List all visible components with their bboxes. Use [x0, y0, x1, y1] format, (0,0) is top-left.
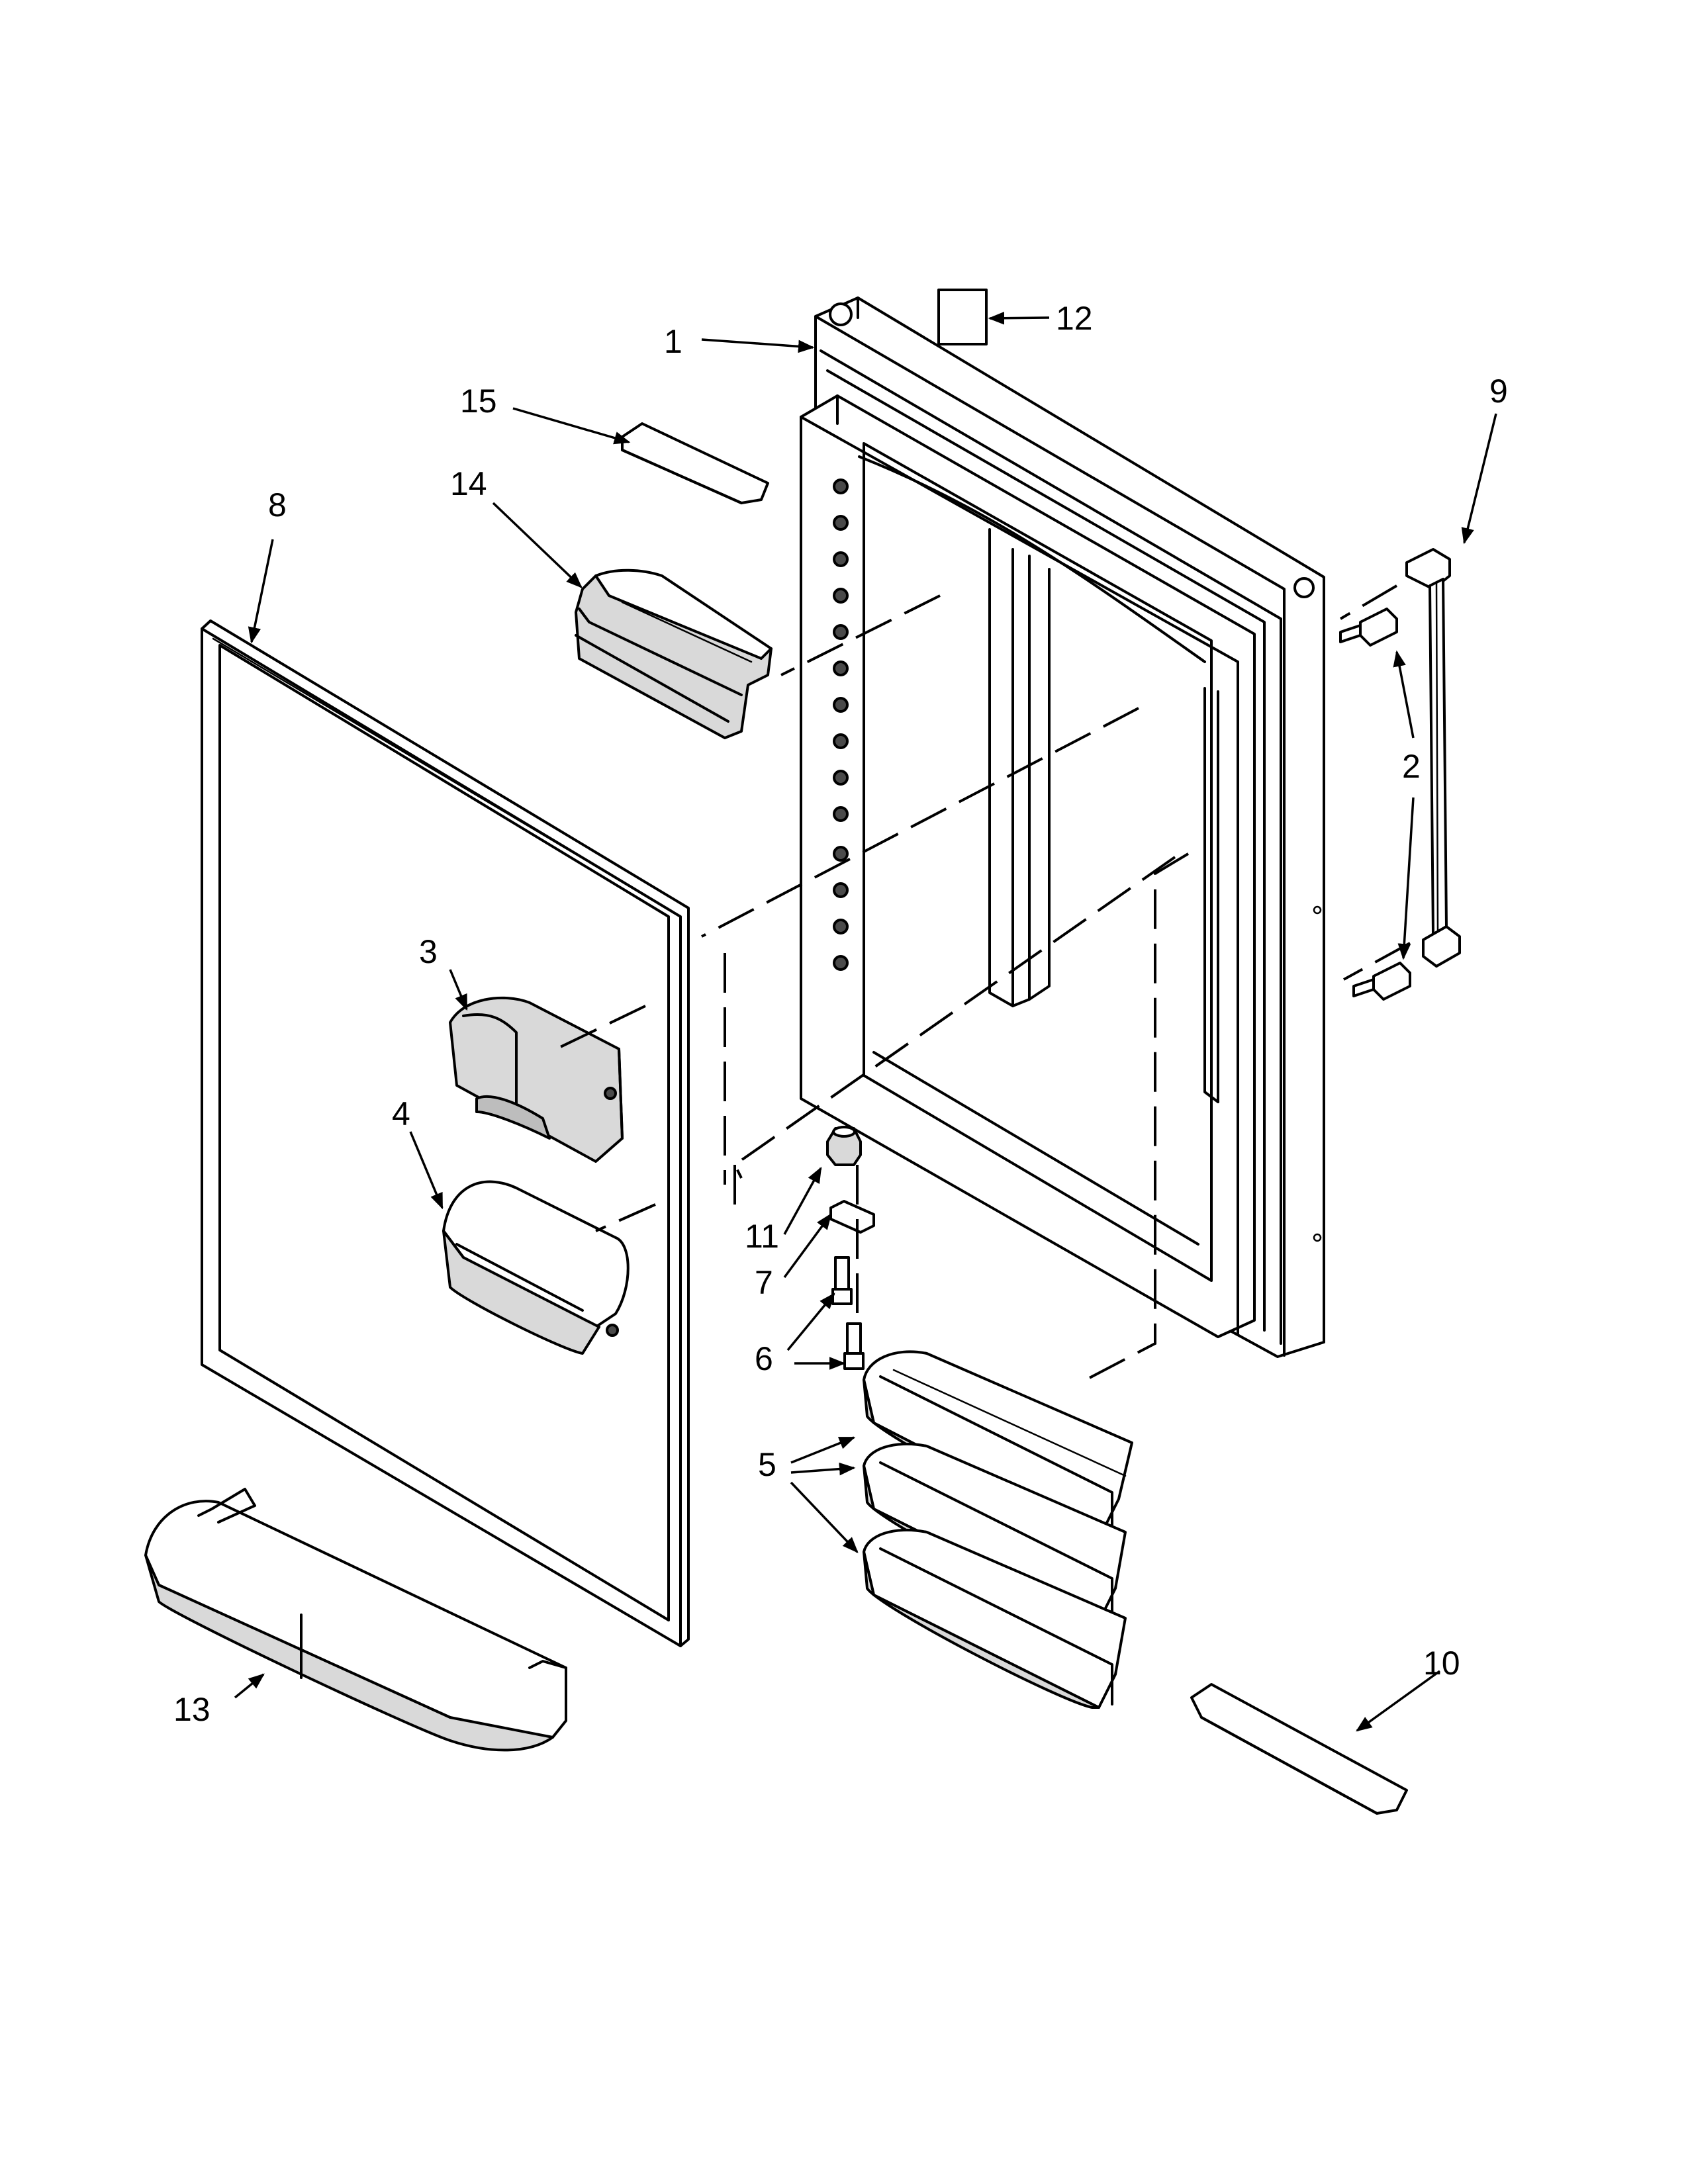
part-door-liner [800, 296, 1325, 1358]
callout-11: 11 [745, 1218, 779, 1255]
callout-numbers: 1 12 15 14 8 9 2 3 4 11 7 6 5 13 10 [173, 300, 1508, 1728]
callout-7: 7 [755, 1264, 773, 1301]
callout-15: 15 [460, 383, 497, 420]
part-hinge-pin [826, 1126, 862, 1166]
alignment-lines [549, 584, 1411, 1381]
part-cover-lid [1190, 1683, 1408, 1815]
callout-9: 9 [1489, 373, 1508, 410]
callout-3: 3 [419, 933, 438, 970]
callout-1: 1 [664, 323, 682, 360]
callout-2: 2 [1402, 748, 1421, 785]
part-screws [831, 1256, 865, 1370]
door-bin-3 [863, 1528, 1127, 1709]
callout-12: 12 [1056, 300, 1093, 337]
part-hinge-bracket [829, 1200, 875, 1234]
part-door-bins [863, 1350, 1133, 1709]
part-bottom-bin [144, 1488, 567, 1752]
shelf-pin-column [833, 478, 849, 971]
callout-5: 5 [758, 1446, 776, 1483]
part-door-handle [1405, 548, 1461, 968]
part-small-cover [621, 422, 769, 504]
callout-8: 8 [268, 486, 287, 523]
callout-14: 14 [450, 465, 487, 502]
part-dispenser-bin [442, 1180, 630, 1355]
part-handle-screws [1339, 608, 1411, 1001]
callout-4: 4 [392, 1095, 410, 1132]
part-door-panel [201, 619, 690, 1647]
part-label [937, 289, 988, 345]
leader-lines [234, 311, 1497, 1732]
callout-10: 10 [1423, 1645, 1460, 1682]
part-small-door-bin [575, 569, 773, 739]
callout-6: 6 [755, 1340, 773, 1377]
callout-13: 13 [173, 1691, 211, 1728]
